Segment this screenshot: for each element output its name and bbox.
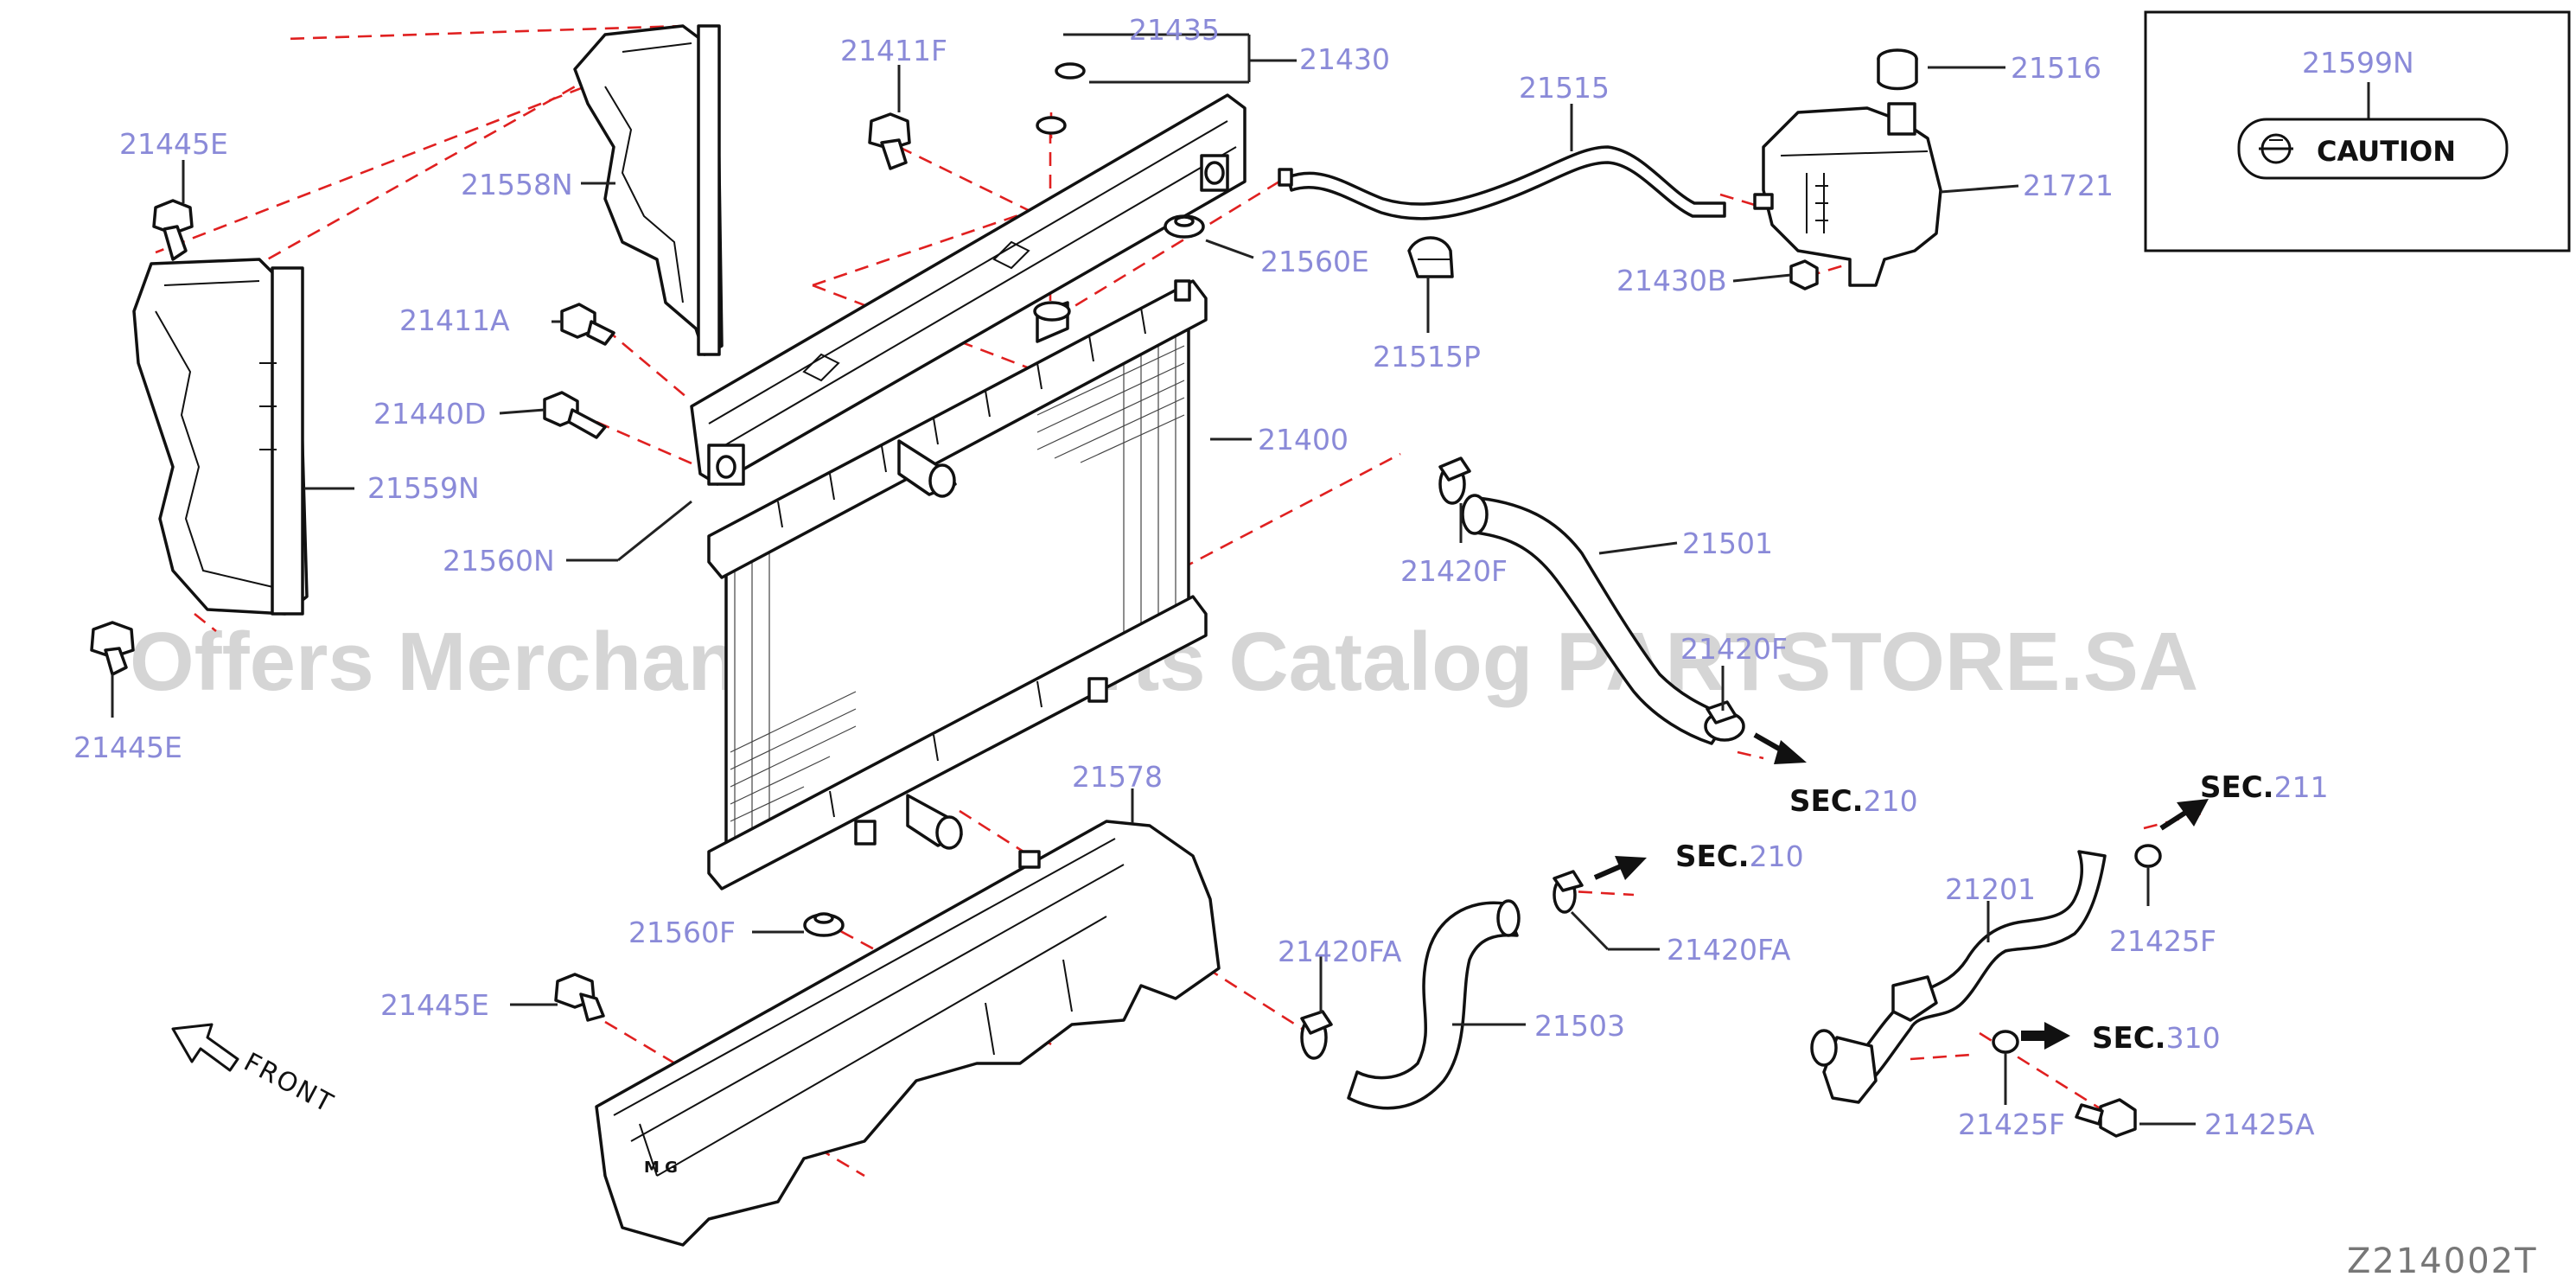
label-21425F-b: 21425F	[1958, 1107, 2065, 1141]
label-21721: 21721	[2023, 169, 2114, 202]
diagram-code: Z214002T	[2347, 1242, 2538, 1281]
label-21503: 21503	[1534, 1009, 1625, 1043]
label-21501: 21501	[1682, 527, 1773, 560]
section-arrow-310	[2021, 1022, 2070, 1050]
label-21515P: 21515P	[1373, 340, 1481, 373]
radiator-cap-icon	[2259, 133, 2293, 164]
label-21560E: 21560E	[1260, 245, 1369, 278]
svg-text:M G: M G	[644, 1159, 678, 1177]
hose-clamp-21420F-b	[1704, 700, 1745, 742]
radiator-21400	[707, 279, 1208, 890]
section-ref-310: SEC.310	[2092, 1021, 2221, 1056]
bolt-21425A	[2075, 1098, 2137, 1138]
label-21430: 21430	[1299, 42, 1390, 76]
front-label: FRONT	[239, 1047, 339, 1120]
overflow-hose-21515	[1278, 145, 1726, 220]
nut-21430B	[1789, 259, 1819, 290]
label-21445E-left: 21445E	[73, 731, 182, 764]
upper-hose-21501	[1461, 494, 1731, 745]
section-ref-211: SEC.211	[2200, 770, 2329, 805]
section-arrow-211	[2159, 799, 2209, 831]
hose-clamp-21425F-b	[1992, 1030, 2019, 1054]
bolt-21440D	[543, 391, 607, 439]
reservoir-tank-21721	[1753, 102, 1942, 287]
label-21425F-a: 21425F	[2109, 924, 2216, 958]
label-21430B: 21430B	[1616, 264, 1727, 297]
section-ref-210-b: SEC.210	[1675, 839, 1804, 874]
section-references: SEC.210 SEC.210 SEC.211 SEC.310	[1675, 770, 2329, 1056]
grommet-21560F	[803, 912, 845, 937]
label-21425A: 21425A	[2204, 1107, 2315, 1141]
section-arrow-210-b	[1593, 856, 1647, 880]
clip-21445E-bottom	[554, 973, 605, 1022]
hose-clamp-21425F-a	[2134, 844, 2162, 868]
label-21599N: 21599N	[2302, 46, 2414, 80]
label-21558N: 21558N	[461, 168, 573, 201]
upper-support-21430	[690, 93, 1247, 486]
hose-clamp-21420F-a	[1438, 456, 1471, 505]
part-number-labels: 21445E 21558N 21411F 21435 21430 21515 2…	[73, 13, 2414, 1141]
label-21515: 21515	[1519, 71, 1610, 105]
label-21445E-top: 21445E	[119, 127, 228, 161]
label-21445E-bottom: 21445E	[380, 988, 489, 1022]
reservoir-cap-21516	[1877, 48, 1918, 91]
clip-21445E-left	[90, 621, 135, 676]
hose-clip-21515P	[1407, 236, 1454, 278]
air-guide-21559N	[132, 258, 309, 616]
lower-shroud-21578: M G	[595, 820, 1221, 1247]
label-21560F: 21560F	[628, 916, 736, 949]
grommet-21430-cap	[1036, 116, 1067, 135]
label-21420F-b: 21420F	[1680, 632, 1788, 666]
caution-inset-box: CAUTION	[2144, 10, 2571, 252]
label-21560N: 21560N	[443, 544, 555, 578]
label-21420FA-a: 21420FA	[1278, 935, 1402, 968]
label-21420FA-b: 21420FA	[1667, 933, 1791, 967]
label-21411F: 21411F	[840, 34, 947, 67]
front-direction-arrow-icon	[171, 1023, 239, 1072]
label-21411A: 21411A	[399, 303, 510, 337]
bracket-21558N	[573, 24, 724, 356]
clip-21445E-top	[152, 199, 194, 261]
hose-clamp-21420FA-b	[1553, 870, 1584, 914]
label-21516: 21516	[2011, 51, 2101, 85]
water-inlet-21201	[1810, 850, 2107, 1104]
label-21420F-a: 21420F	[1400, 554, 1508, 588]
hose-clamp-21420FA-a	[1300, 1010, 1333, 1060]
label-21578: 21578	[1072, 760, 1163, 794]
section-arrow-210-a	[1753, 732, 1807, 764]
label-21559N: 21559N	[367, 471, 480, 505]
clip-21411F	[868, 112, 911, 170]
label-21400: 21400	[1258, 423, 1349, 456]
label-leaders	[111, 33, 2196, 1126]
bolt-21411A	[560, 303, 615, 346]
section-ref-210-a: SEC.210	[1789, 784, 1918, 819]
label-21435: 21435	[1129, 13, 1220, 47]
label-21201: 21201	[1945, 872, 2036, 906]
grommet-21560E	[1164, 214, 1205, 239]
caution-label: CAUTION	[2317, 135, 2456, 168]
label-21440D: 21440D	[373, 397, 486, 431]
lower-hose-21503	[1347, 899, 1521, 1110]
cap-21435	[1055, 62, 1086, 80]
